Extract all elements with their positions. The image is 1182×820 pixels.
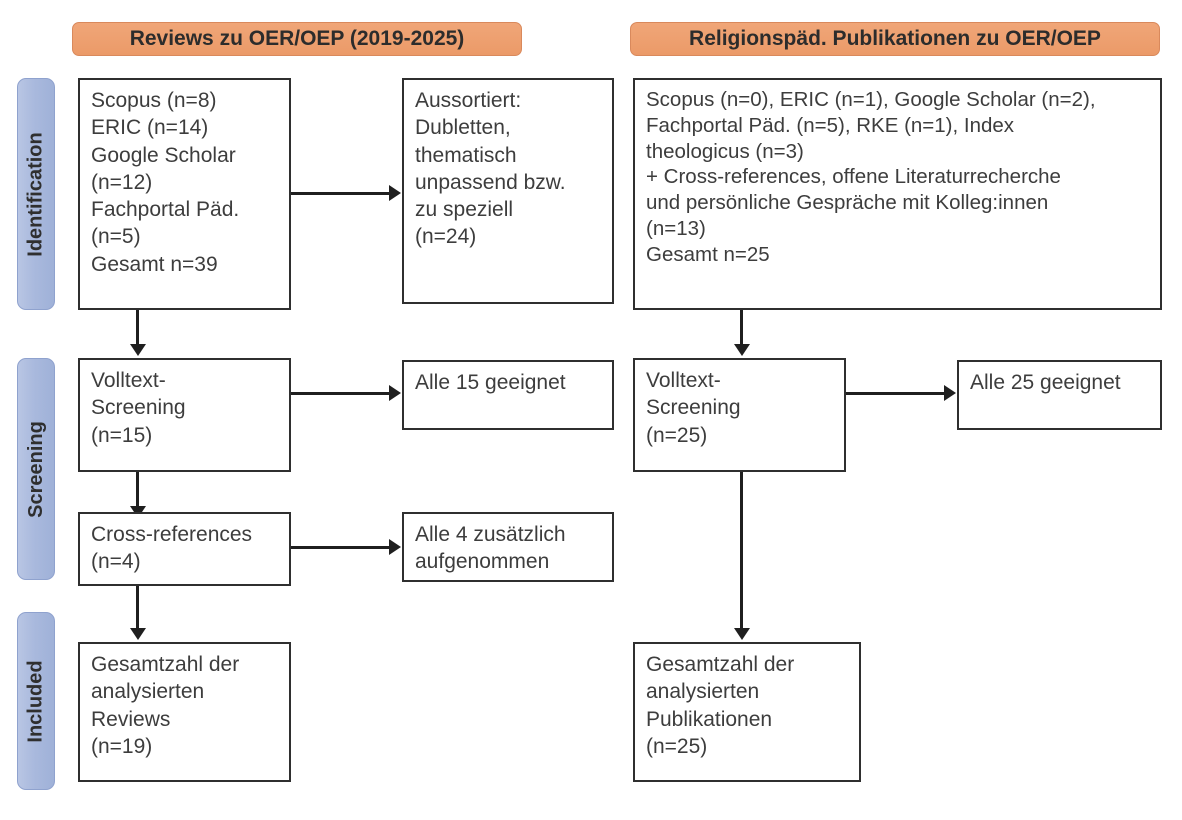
connector-left-crossrefs-to-result	[291, 546, 391, 549]
connector-left-identification-to-screening	[136, 310, 139, 348]
box-left-identification: Scopus (n=8) ERIC (n=14) Google Scholar …	[78, 78, 291, 310]
stage-label-identification: Identification	[24, 131, 47, 257]
stage-bar-included: Included	[17, 612, 55, 790]
arrowhead-left-crossrefs-to-result	[389, 539, 401, 555]
box-right-screening: Volltext- Screening (n=25)	[633, 358, 846, 472]
stage-label-screening: Screening	[24, 420, 47, 518]
arrowhead-left-identification-to-excluded	[389, 185, 401, 201]
connector-right-screening-to-included	[740, 472, 743, 632]
box-left-crossrefs: Cross-references (n=4)	[78, 512, 291, 586]
box-left-excluded: Aussortiert: Dubletten, thematisch unpas…	[402, 78, 614, 304]
connector-left-identification-to-excluded	[291, 192, 391, 195]
arrowhead-right-identification-to-screening	[734, 344, 750, 356]
box-right-identification: Scopus (n=0), ERIC (n=1), Google Scholar…	[633, 78, 1162, 310]
box-right-screening-result: Alle 25 geeignet	[957, 360, 1162, 430]
stage-label-included: Included	[24, 659, 47, 743]
arrowhead-left-identification-to-screening	[130, 344, 146, 356]
column-banner-left: Reviews zu OER/OEP (2019-2025)	[72, 22, 522, 56]
connector-right-screening-to-result	[846, 392, 946, 395]
box-right-included: Gesamtzahl der analysierten Publikatione…	[633, 642, 861, 782]
box-left-crossrefs-result: Alle 4 zusätzlich aufgenommen	[402, 512, 614, 582]
connector-left-screening-to-result	[291, 392, 391, 395]
arrowhead-left-crossrefs-to-included	[130, 628, 146, 640]
column-banner-right: Religionspäd. Publikationen zu OER/OEP	[630, 22, 1160, 56]
connector-right-identification-to-screening	[740, 310, 743, 348]
box-left-included: Gesamtzahl der analysierten Reviews (n=1…	[78, 642, 291, 782]
arrowhead-left-screening-to-result	[389, 385, 401, 401]
box-left-screening: Volltext- Screening (n=15)	[78, 358, 291, 472]
stage-bar-identification: Identification	[17, 78, 55, 310]
connector-left-crossrefs-to-included	[136, 586, 139, 632]
arrowhead-right-screening-to-included	[734, 628, 750, 640]
connector-left-screening-to-crossrefs	[136, 472, 139, 510]
stage-bar-screening: Screening	[17, 358, 55, 580]
arrowhead-right-screening-to-result	[944, 385, 956, 401]
box-left-screening-result: Alle 15 geeignet	[402, 360, 614, 430]
